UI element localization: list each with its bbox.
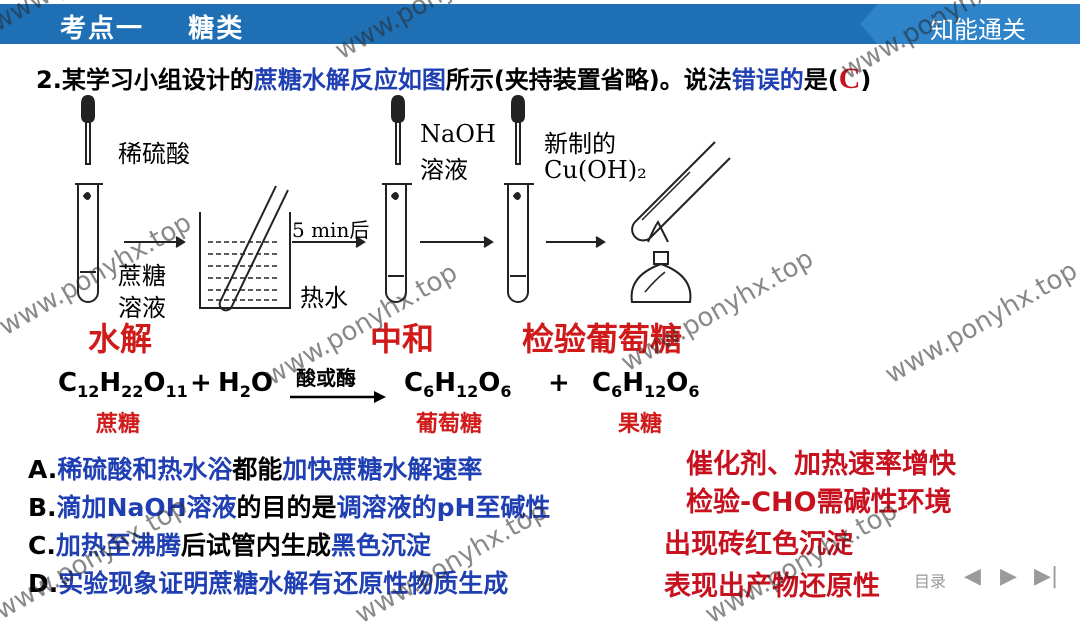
stage-test-glucose: 检验葡萄糖 bbox=[522, 320, 683, 358]
last-slide-button[interactable]: ▶| bbox=[1034, 564, 1059, 589]
menu-button[interactable]: 目录 bbox=[914, 572, 947, 591]
option-b: B.滴加NaOH溶液的目的是调溶液的pH至碱性 bbox=[28, 493, 551, 522]
label-5min: 5 min后 bbox=[292, 218, 370, 242]
note-a: 催化剂、加热速率增快 bbox=[686, 449, 956, 480]
test-tube-2 bbox=[382, 183, 412, 303]
reaction-arrow-icon bbox=[290, 391, 386, 403]
question-stem: 2.某学习小组设计的蔗糖水解反应如图所示(夹持装置省略)。说法错误的是(C) bbox=[36, 62, 872, 95]
label-fresh: 新制的 bbox=[544, 130, 616, 158]
beaker bbox=[199, 212, 291, 309]
equation-plus-2: + bbox=[548, 368, 570, 398]
note-b: 检验-CHO需碱性环境 bbox=[686, 487, 952, 518]
option-c: C.加热至沸腾后试管内生成黑色沉淀 bbox=[28, 531, 431, 560]
equation-reactant-water: H2O bbox=[218, 368, 274, 402]
apparatus-diagram bbox=[75, 94, 731, 312]
stage-neutralize: 中和 bbox=[370, 320, 435, 358]
option-d: D.实验现象证明蔗糖水解有还原性物质生成 bbox=[28, 569, 509, 598]
test-tube-3 bbox=[504, 183, 534, 303]
answer-letter: C bbox=[838, 62, 861, 95]
equation-product-glucose: C6H12O6 bbox=[404, 368, 512, 402]
alcohol-burner-icon bbox=[630, 220, 692, 303]
label-dilute-sulfuric-acid: 稀硫酸 bbox=[118, 140, 190, 168]
prev-slide-button[interactable]: ◀ bbox=[964, 564, 981, 589]
note-d: 表现出产物还原性 bbox=[664, 571, 880, 602]
label-solution: 溶液 bbox=[118, 294, 166, 322]
equation-plus-1: + bbox=[190, 368, 212, 398]
dropper-acid-icon bbox=[81, 94, 95, 165]
label-cuoh2: Cu(OH)₂ bbox=[544, 156, 647, 184]
dropper-naoh-icon bbox=[391, 94, 405, 165]
option-a: A.稀硫酸和热水浴都能加快蔗糖水解速率 bbox=[28, 455, 483, 484]
label-naoh-solution: 溶液 bbox=[420, 156, 468, 184]
stage-hydrolysis: 水解 bbox=[88, 320, 153, 358]
label-naoh: NaOH bbox=[420, 120, 496, 148]
watermark: www.ponyhx.top bbox=[880, 255, 1080, 390]
section-subtitle: 知能通关 bbox=[930, 16, 1026, 44]
equation-product-fructose: C6H12O6 bbox=[592, 368, 700, 402]
caption-sucrose: 蔗糖 bbox=[96, 412, 141, 437]
dropper-cuoh2-icon bbox=[511, 94, 525, 165]
test-tube-1 bbox=[75, 183, 103, 303]
caption-fructose: 果糖 bbox=[618, 412, 663, 437]
section-title: 考点一 糖类 bbox=[60, 14, 245, 44]
heated-tube bbox=[634, 141, 731, 239]
header-blue-band bbox=[0, 4, 890, 44]
equation-reactant-sucrose: C12H22O11 bbox=[58, 368, 188, 402]
equation-condition: 酸或酶 bbox=[296, 366, 356, 390]
label-sucrose: 蔗糖 bbox=[118, 262, 166, 290]
label-hot-water: 热水 bbox=[300, 284, 348, 312]
caption-glucose: 葡萄糖 bbox=[416, 412, 483, 437]
next-slide-button[interactable]: ▶ bbox=[1000, 564, 1017, 589]
note-c: 出现砖红色沉淀 bbox=[664, 529, 853, 560]
header-section-tab bbox=[860, 4, 1080, 44]
